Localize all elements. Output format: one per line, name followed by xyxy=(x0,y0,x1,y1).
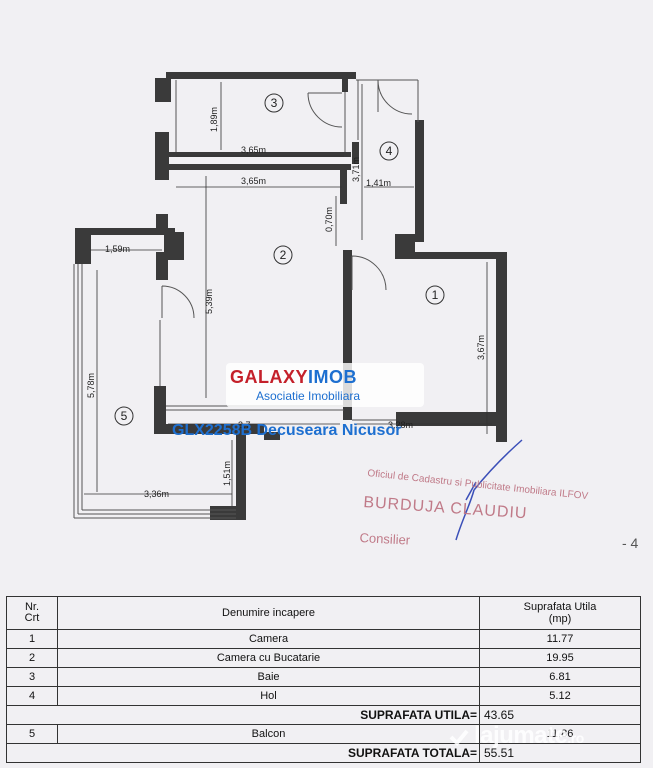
agency-tagline: Asociatie Imobiliara xyxy=(256,389,361,403)
dim-hall-width: 1,41m xyxy=(366,178,391,188)
row-name: Hol xyxy=(57,686,480,706)
dim-balcony-height: 5,78m xyxy=(86,373,96,398)
header-nr: Nr. Crt xyxy=(6,596,58,630)
svg-text:3: 3 xyxy=(271,96,278,110)
row-area: 5.12 xyxy=(479,686,641,706)
dim-balcony-top: 1,59m xyxy=(105,244,130,254)
subtotal-label: SUPRAFATA UTILA= xyxy=(6,705,480,725)
row-area: 19.95 xyxy=(479,648,641,668)
dim-gap: 0,70m xyxy=(324,207,334,232)
row-name: Balcon xyxy=(57,724,480,744)
row-nr: 5 xyxy=(6,724,58,744)
table-row: 5 Balcon 11.86 xyxy=(6,724,641,744)
dim-balcony-width: 3,36m xyxy=(144,489,169,499)
room-label-3: 3 xyxy=(264,93,284,113)
site-watermark: lajumate.ro xyxy=(474,722,584,749)
table-row: 2 Camera cu Bucatarie 19.95 xyxy=(6,648,641,668)
listing-id: GLX2258B Decuseara Nicusor xyxy=(172,422,402,439)
row-nr: 3 xyxy=(6,667,58,687)
agency-logo: GALAXYIMOB xyxy=(230,367,358,387)
door-swings xyxy=(161,79,413,319)
row-name: Camera cu Bucatarie xyxy=(57,648,480,668)
row-name: Camera xyxy=(57,629,480,649)
table-row: 3 Baie 6.81 xyxy=(6,667,641,687)
room-label-2: 2 xyxy=(273,245,293,265)
floor-plan: 1 2 3 4 5 1,89m 3,65m 3,65m 3,71m 1,41m … xyxy=(73,72,523,541)
walls xyxy=(75,72,507,520)
row-area: 11.86 xyxy=(479,724,641,744)
row-nr: 2 xyxy=(6,648,58,668)
svg-text:5: 5 xyxy=(121,409,128,423)
watermark-logo-icon xyxy=(449,729,469,746)
signature-mark xyxy=(455,439,523,541)
page-mark: - 4 xyxy=(622,535,639,551)
row-area: 11.77 xyxy=(479,629,641,649)
dim-room2-bottom: 3,7 xyxy=(238,420,251,430)
dimension-lines xyxy=(84,82,492,506)
table-header: Nr. Crt Denumire incapere Suprafata Util… xyxy=(6,596,641,630)
total-row: SUPRAFATA TOTALA= 55.51 xyxy=(6,743,641,763)
agency-brand-box: GALAXYIMOB Asociatie Imobiliara xyxy=(226,363,424,407)
room-label-1: 1 xyxy=(425,285,445,305)
dim-room2-top: 3,65m xyxy=(241,176,266,186)
row-name: Baie xyxy=(57,667,480,687)
header-area: Suprafata Utila (mp) xyxy=(479,596,641,630)
total-label: SUPRAFATA TOTALA= xyxy=(6,743,480,763)
row-nr: 4 xyxy=(6,686,58,706)
row-area: 6.81 xyxy=(479,667,641,687)
dim-room2-height: 5,39m xyxy=(204,289,214,314)
dim-balcony-side: 1,51m xyxy=(222,461,232,486)
room-label-4: 4 xyxy=(379,141,399,161)
svg-text:4: 4 xyxy=(386,144,393,158)
dim-room1-width: 3,28m xyxy=(388,420,413,430)
dim-room1-height: 3,67m xyxy=(476,335,486,360)
dim-bath-width: 3,65m xyxy=(241,145,266,155)
dim-hall-height: 3,71m xyxy=(351,157,361,182)
area-table: Nr. Crt Denumire incapere Suprafata Util… xyxy=(6,596,641,763)
svg-text:2: 2 xyxy=(280,248,287,262)
table-row: 1 Camera 11.77 xyxy=(6,629,641,649)
room-label-5: 5 xyxy=(114,406,134,426)
total-value: 55.51 xyxy=(479,743,641,763)
stamp-role: Consilier xyxy=(359,530,411,548)
row-nr: 1 xyxy=(6,629,58,649)
svg-text:1: 1 xyxy=(432,288,439,302)
header-name: Denumire incapere xyxy=(57,596,480,630)
table-row: 4 Hol 5.12 xyxy=(6,686,641,706)
dim-bath-height: 1,89m xyxy=(209,107,219,132)
